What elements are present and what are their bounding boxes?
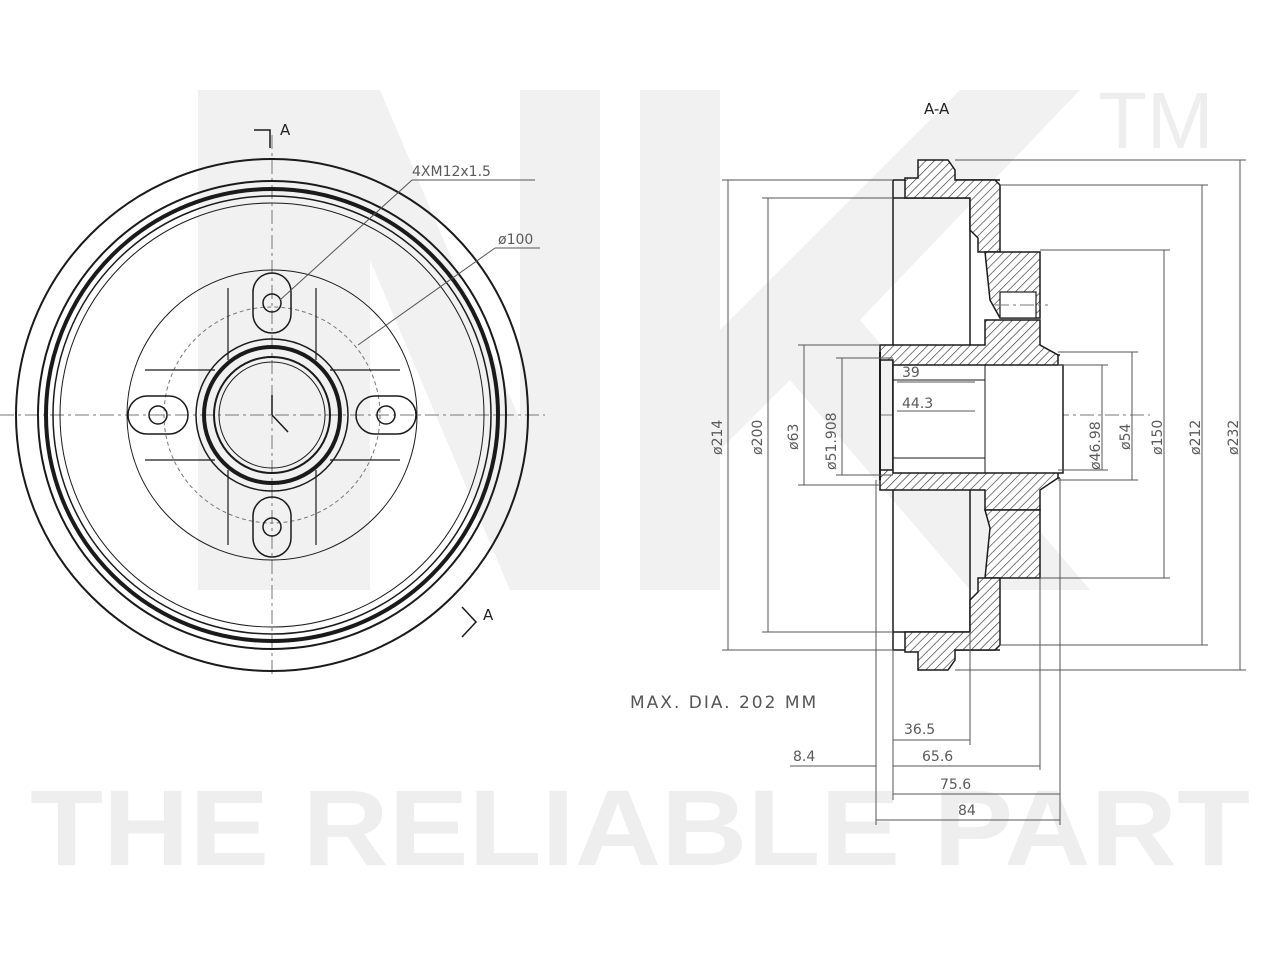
section-marker-bottom: A xyxy=(483,606,494,624)
flange-bottom xyxy=(984,509,1041,579)
dim-d54: ø54 xyxy=(1118,424,1134,450)
thread-label: 4XM12x1.5 xyxy=(412,164,491,180)
dim-8-4: 8.4 xyxy=(793,749,815,765)
dim-d150: ø150 xyxy=(1150,420,1166,455)
front-view: A A 4XM12x1.5 ø100 xyxy=(0,121,545,678)
bolt-hole-bottom xyxy=(252,496,292,558)
tagline-watermark: THE RELIABLE PART xyxy=(30,767,1250,888)
section-marker-top: A xyxy=(280,121,291,139)
dim-d214: ø214 xyxy=(710,420,726,455)
dim-d63: ø63 xyxy=(786,424,802,450)
dim-d51-908: ø51.908 xyxy=(824,412,840,470)
section-view: A-A 39 xyxy=(710,100,1246,825)
dim-d200: ø200 xyxy=(750,420,766,455)
bolt-hole-right xyxy=(355,395,417,435)
dim-d46-98: ø46.98 xyxy=(1088,421,1104,470)
dim-d212: ø212 xyxy=(1188,420,1204,455)
dim-84: 84 xyxy=(958,803,976,819)
dim-36-5: 36.5 xyxy=(904,722,935,738)
dim-65-6: 65.6 xyxy=(922,749,953,765)
inner-dim-44-3: 44.3 xyxy=(902,396,933,412)
section-title: A-A xyxy=(924,100,950,118)
dim-d232: ø232 xyxy=(1226,420,1242,455)
inner-dim-39: 39 xyxy=(902,365,920,381)
bolt-hole-left xyxy=(127,395,189,435)
pcd-label: ø100 xyxy=(498,232,533,248)
nk-logo-watermark xyxy=(198,90,1090,590)
bolt-hole-top xyxy=(252,272,292,334)
dim-75-6: 75.6 xyxy=(940,777,971,793)
max-diameter-note: MAX. DIA. 202 MM xyxy=(630,693,818,713)
trademark-mark: TM xyxy=(1098,76,1214,165)
rim-bottom xyxy=(904,577,1001,671)
